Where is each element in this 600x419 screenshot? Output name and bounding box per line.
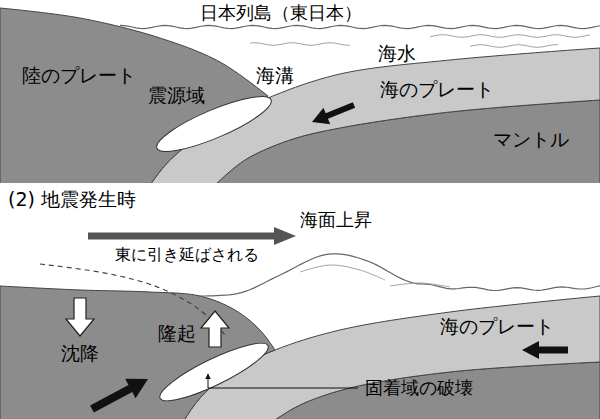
sea-surface <box>120 25 600 28</box>
note-label: 東に引き延ばされる <box>115 245 259 264</box>
sea-wave <box>390 283 450 287</box>
sea-wave <box>470 45 558 48</box>
motion-arrow <box>522 341 568 359</box>
panel-heading: (2) 地震発生時 <box>8 188 136 211</box>
zone-name: 震源域 <box>148 84 205 107</box>
layer-label: マントル <box>493 128 569 151</box>
stretch-arrow <box>88 227 296 245</box>
uplift-arrow <box>201 311 229 347</box>
callout-label: 固着域の破壊 <box>365 377 473 399</box>
note-label: 沈降 <box>61 342 99 365</box>
region-title: 日本列島（東日本） <box>200 2 362 24</box>
leader-line <box>208 374 358 388</box>
plate-label: 陸のプレート <box>22 64 136 87</box>
land-plate <box>0 8 268 183</box>
subsidence-arrow <box>66 298 94 336</box>
plate-label: 海のプレート <box>380 78 494 101</box>
hypocenter-zone: 震源域 <box>148 84 273 154</box>
land-plate <box>0 286 275 419</box>
motion-arrow <box>312 102 355 124</box>
plate-label: 海のプレート <box>440 315 554 338</box>
sea-wave <box>300 265 385 280</box>
note-label: 海面上昇 <box>300 209 372 231</box>
sea-surface <box>200 254 600 296</box>
sea-wave <box>250 43 350 46</box>
motion-arrow <box>90 379 148 413</box>
feature-label: 海水 <box>378 42 416 65</box>
former-surface <box>40 264 225 335</box>
feature-label: 海溝 <box>256 64 294 87</box>
note-label: 隆起 <box>158 322 196 345</box>
sea-wave <box>430 35 590 38</box>
